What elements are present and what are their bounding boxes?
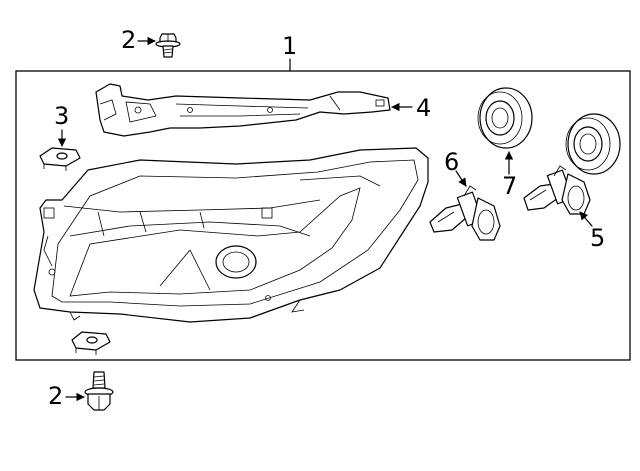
clip-icon bbox=[71, 331, 111, 355]
callout-7: 7 bbox=[502, 172, 517, 200]
leader-6 bbox=[455, 170, 467, 187]
bulb-icon bbox=[429, 185, 501, 241]
callout-3: 3 bbox=[54, 102, 69, 130]
cap-seal-icon bbox=[565, 113, 621, 175]
callout-4: 4 bbox=[416, 94, 431, 122]
assembly-frame bbox=[15, 70, 631, 361]
callout-2-top: 2 bbox=[121, 26, 136, 54]
bulb-icon bbox=[523, 165, 591, 215]
callout-5: 5 bbox=[590, 224, 605, 252]
headlamp-assembly-icon bbox=[33, 147, 429, 323]
clip-icon bbox=[39, 147, 81, 171]
mounting-bracket-icon bbox=[95, 83, 391, 137]
bolt-icon bbox=[84, 371, 114, 411]
cap-seal-icon bbox=[477, 87, 533, 149]
bolt-icon bbox=[155, 33, 181, 58]
leader-5 bbox=[579, 211, 593, 227]
callout-6: 6 bbox=[444, 148, 459, 176]
callout-1: 1 bbox=[282, 32, 297, 60]
callout-2-bottom: 2 bbox=[48, 382, 63, 410]
